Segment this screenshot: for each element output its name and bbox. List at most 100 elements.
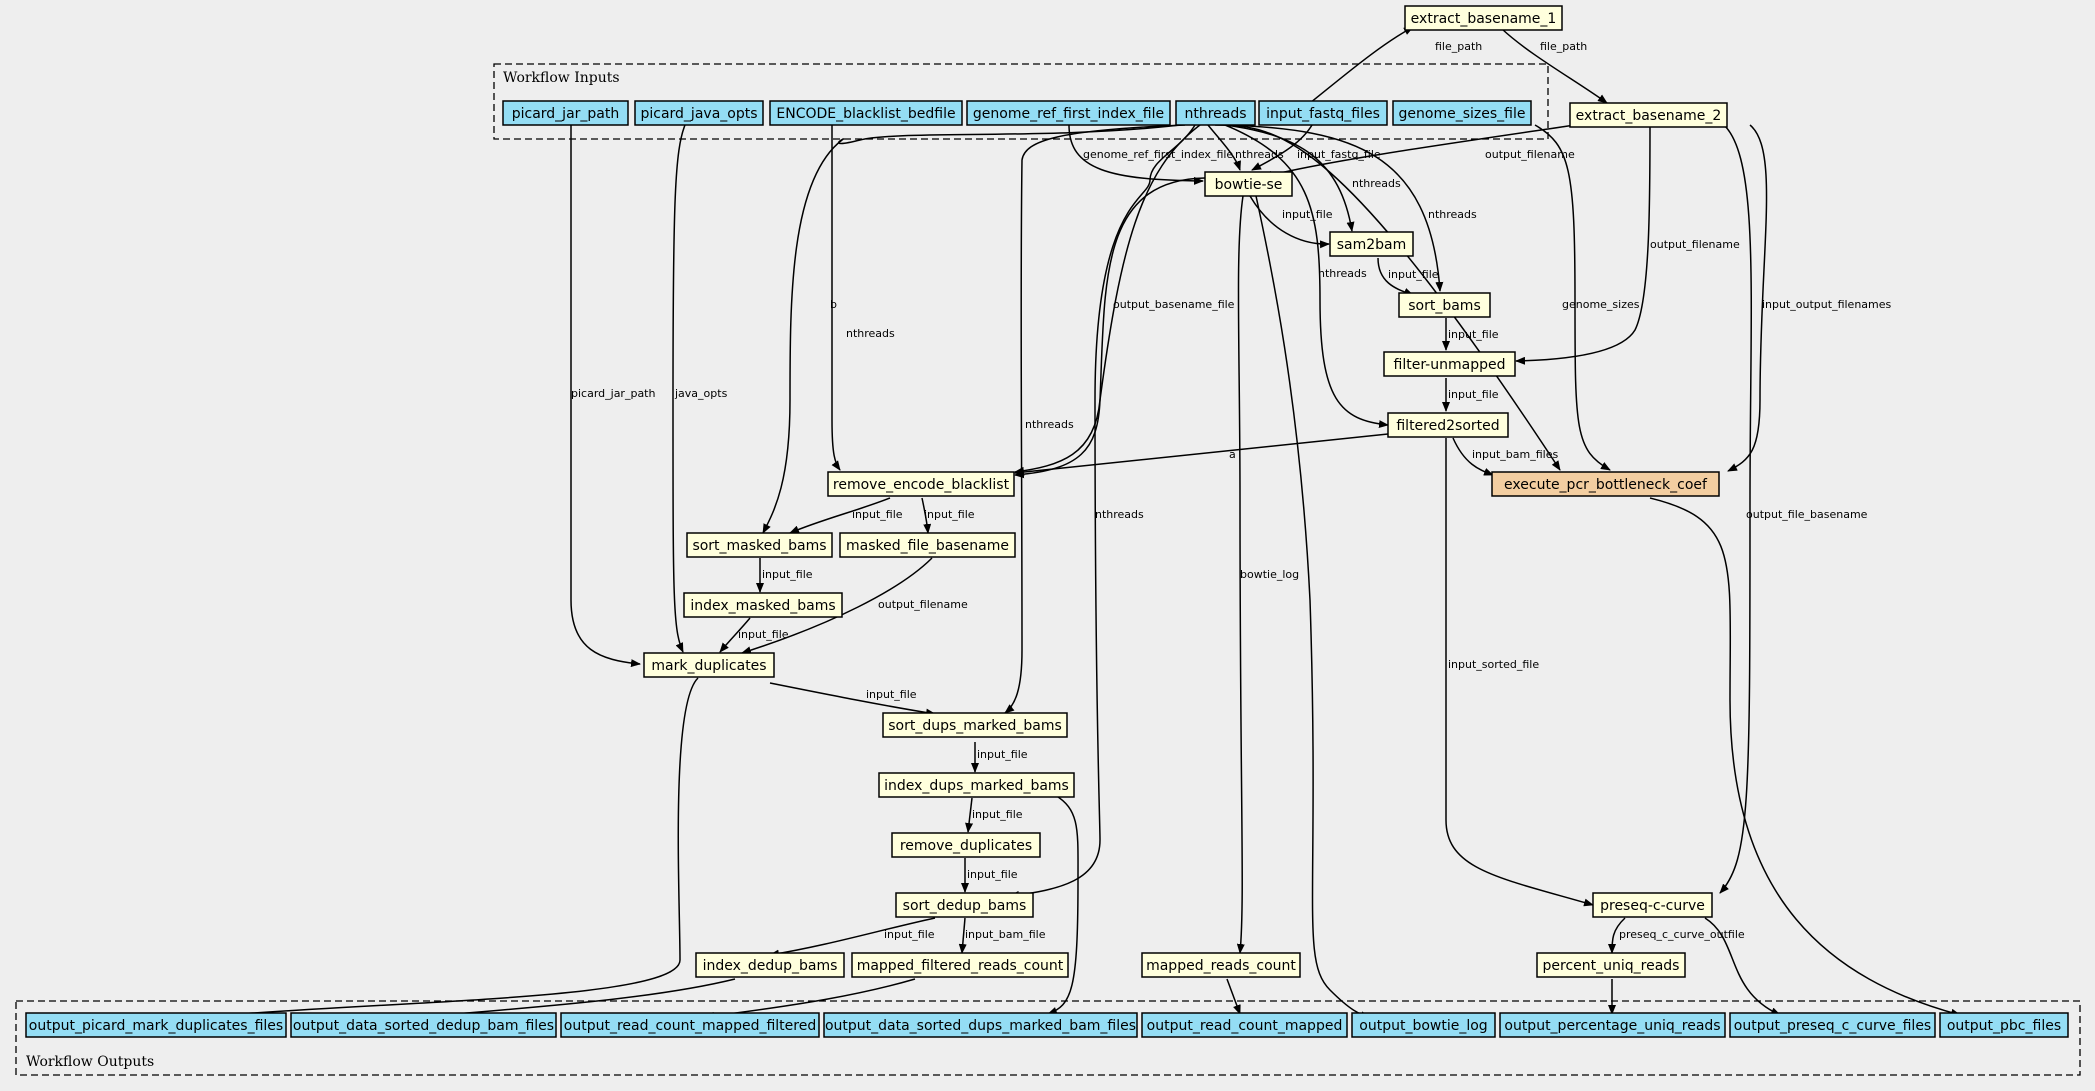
node-sort-dups-marked-bams[interactable]: sort_dups_marked_bams	[882, 712, 1068, 738]
node-output-preseq-c-curve-files[interactable]: output_preseq_c_curve_files	[1729, 1012, 1936, 1038]
edge-label-bowtie-log: bowtie_log	[1240, 568, 1299, 581]
node-label: nthreads	[1184, 106, 1246, 122]
edge-label-genome-sizes: genome_sizes	[1562, 298, 1640, 311]
edge-label-input-file-index-dedup: input_file	[884, 928, 935, 941]
node-encode-blacklist-bedfile[interactable]: ENCODE_blacklist_bedfile	[769, 100, 963, 126]
node-output-percentage-uniq-reads[interactable]: output_percentage_uniq_reads	[1499, 1012, 1726, 1038]
edge-label-input-file-filtered2sorted: input_file	[1448, 388, 1499, 401]
edge-bowtie-mapped-reads	[1236, 195, 1245, 954]
node-output-pbc-files[interactable]: output_pbc_files	[1939, 1012, 2069, 1038]
edge-index-dups-output	[1047, 794, 1079, 1015]
edge-index-masked-mark-dup	[719, 617, 751, 653]
node-sort-bams[interactable]: sort_bams	[1398, 292, 1491, 318]
node-label: ENCODE_blacklist_bedfile	[776, 106, 955, 122]
node-genome-sizes-file[interactable]: genome_sizes_file	[1392, 100, 1532, 126]
node-extract-basename-2[interactable]: extract_basename_2	[1569, 102, 1728, 128]
node-remove-duplicates[interactable]: remove_duplicates	[891, 832, 1041, 858]
edge-extract2-pcr	[1727, 124, 1768, 472]
node-output-read-count-mapped-filtered[interactable]: output_read_count_mapped_filtered	[560, 1012, 820, 1038]
node-label: output_pbc_files	[1947, 1018, 2061, 1034]
edge-label-input-file-mark-dup: input_file	[738, 628, 789, 641]
edge-preseq-percent-uniq	[1608, 917, 1626, 954]
node-label: genome_sizes_file	[1399, 106, 1526, 122]
edge-label-genome-ref: genome_ref_first_index_file	[1083, 148, 1233, 161]
edge-java-opts-mark-dup	[672, 124, 686, 653]
edge-label-picard-jar-path: picard_jar_path	[571, 387, 655, 400]
node-index-dedup-bams[interactable]: index_dedup_bams	[695, 952, 845, 978]
edge-label-b: b	[830, 298, 837, 311]
edge-nthreads-sort-dups	[1004, 124, 1186, 714]
node-output-read-count-mapped[interactable]: output_read_count_mapped	[1141, 1012, 1348, 1038]
node-filtered2sorted[interactable]: filtered2sorted	[1387, 412, 1509, 438]
node-label: output_bowtie_log	[1359, 1018, 1487, 1034]
node-label: sort_masked_bams	[692, 538, 826, 554]
edge-label-input-file-index-dups: input_file	[977, 748, 1028, 761]
workflow-inputs-cluster: Workflow Inputs	[493, 63, 1549, 140]
edge-blacklist-sort-masked	[789, 497, 891, 534]
node-output-bowtie-log[interactable]: output_bowtie_log	[1351, 1012, 1496, 1038]
edge-label-input-file-filter: input_file	[1448, 328, 1499, 341]
node-label: output_preseq_c_curve_files	[1734, 1018, 1931, 1034]
node-label: input_fastq_files	[1266, 106, 1380, 122]
node-label: remove_duplicates	[900, 838, 1032, 854]
edge-label-input-bam-file: input_bam_file	[965, 928, 1046, 941]
node-picard-java-opts[interactable]: picard_java_opts	[634, 100, 764, 126]
node-label: execute_pcr_bottleneck_coef	[1504, 477, 1708, 493]
node-label: extract_basename_1	[1411, 11, 1557, 27]
edge-label-java-opts: java_opts	[674, 387, 728, 400]
node-label: output_picard_mark_duplicates_files	[29, 1018, 283, 1034]
edge-label-input-file-sam2bam: input_file	[1282, 208, 1333, 221]
node-filter-unmapped[interactable]: filter-unmapped	[1383, 351, 1516, 377]
edge-blacklist-masked-basename	[921, 497, 932, 534]
edge-nthreads-sort-masked	[762, 124, 1181, 534]
edge-picard-jar-mark-dup	[570, 124, 641, 668]
node-sort-dedup-bams[interactable]: sort_dedup_bams	[895, 892, 1034, 918]
node-mark-duplicates[interactable]: mark_duplicates	[643, 652, 775, 678]
node-label: extract_basename_2	[1576, 108, 1722, 124]
node-label: output_data_sorted_dups_marked_bam_files	[825, 1018, 1136, 1034]
node-label: sort_bams	[1408, 298, 1481, 314]
edge-nthreads-blacklist	[1014, 124, 1201, 475]
node-output-data-sorted-dedup-bam-files[interactable]: output_data_sorted_dedup_bam_files	[290, 1012, 557, 1038]
edge-label-file-path-2: file_path	[1540, 40, 1587, 53]
node-mapped-reads-count[interactable]: mapped_reads_count	[1141, 952, 1301, 978]
node-mapped-filtered-reads-count[interactable]: mapped_filtered_reads_count	[851, 952, 1069, 978]
edge-extract2-filter	[1515, 124, 1651, 365]
node-genome-ref-first-index-file[interactable]: genome_ref_first_index_file	[966, 100, 1171, 126]
edge-label-input-fastq: input_fastq_file	[1297, 148, 1381, 161]
workflow-outputs-cluster: Workflow Outputs	[15, 1000, 2081, 1076]
node-preseq-c-curve[interactable]: preseq-c-curve	[1592, 892, 1713, 918]
edge-label-output-filename-mark-dup: output_filename	[878, 598, 968, 611]
edge-mark-dup-output	[199, 677, 699, 1021]
input-nodes: picard_jar_path picard_java_opts ENCODE_…	[502, 100, 1532, 126]
edge-extract2-preseq	[1719, 124, 1753, 894]
node-nthreads[interactable]: nthreads	[1175, 100, 1256, 126]
edge-nthreads-bowtie	[1207, 124, 1241, 171]
node-index-masked-bams[interactable]: index_masked_bams	[683, 592, 843, 618]
node-label: picard_java_opts	[640, 106, 757, 122]
node-extract-basename-1[interactable]: extract_basename_1	[1404, 5, 1563, 31]
node-output-data-sorted-dups-marked-bam-files[interactable]: output_data_sorted_dups_marked_bam_files	[823, 1012, 1138, 1038]
node-masked-file-basename[interactable]: masked_file_basename	[839, 532, 1016, 558]
node-remove-encode-blacklist[interactable]: remove_encode_blacklist	[827, 471, 1015, 497]
node-picard-jar-path[interactable]: picard_jar_path	[502, 100, 629, 126]
edge-masked-basename-mark-dup	[741, 557, 933, 655]
node-execute-pcr-bottleneck-coef[interactable]: execute_pcr_bottleneck_coef	[1491, 471, 1720, 497]
node-index-dups-marked-bams[interactable]: index_dups_marked_bams	[878, 772, 1075, 798]
node-percent-uniq-reads[interactable]: percent_uniq_reads	[1536, 952, 1686, 978]
workflow-inputs-label: Workflow Inputs	[503, 70, 620, 86]
node-sort-masked-bams[interactable]: sort_masked_bams	[686, 532, 833, 558]
node-sam2bam[interactable]: sam2bam	[1329, 231, 1414, 257]
edge-label-input-output-filenames: input_output_filenames	[1762, 298, 1892, 311]
node-label: index_dups_marked_bams	[884, 778, 1069, 794]
step-nodes: extract_basename_1 extract_basename_2 bo…	[643, 5, 1728, 978]
edge-index-dups-remove-dup	[965, 797, 974, 833]
node-input-fastq-files[interactable]: input_fastq_files	[1258, 100, 1388, 126]
edge-label-input-file-sort-dups: input_file	[866, 688, 917, 701]
edges: file_path file_path output_filename geno…	[199, 26, 1961, 1021]
node-output-picard-mark-duplicates-files[interactable]: output_picard_mark_duplicates_files	[25, 1012, 287, 1038]
edge-label-input-file-remove-dup: input_file	[972, 808, 1023, 821]
node-bowtie-se[interactable]: bowtie-se	[1204, 171, 1293, 197]
edge-label-nthreads-sort-dedup: nthreads	[1095, 508, 1144, 521]
